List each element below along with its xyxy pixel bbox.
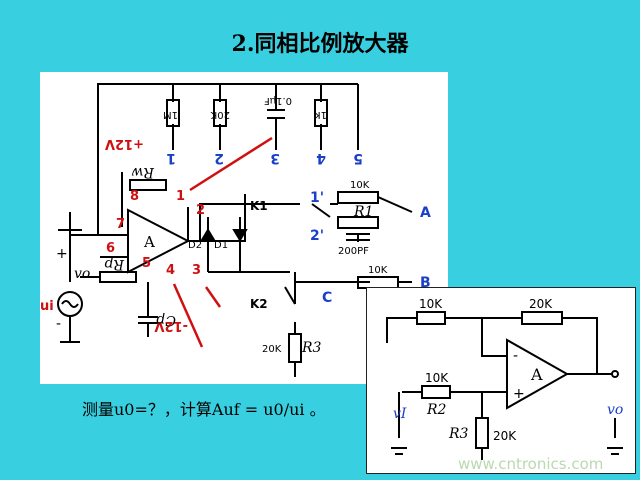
- r3-label: R3: [301, 340, 322, 356]
- terminal-4[interactable]: 4: [316, 150, 326, 166]
- node-1-prime[interactable]: 1': [310, 190, 324, 206]
- r10k-top-label: 10K: [419, 297, 443, 311]
- main-circuit-diagram: 1M 20K 0.1μF 1K 1 2 3 4 5 +12V -12V Rw R…: [40, 83, 431, 377]
- minus-input-label: -: [513, 348, 518, 364]
- plus-label: +: [56, 246, 68, 262]
- plus-input-label: +: [513, 386, 525, 402]
- resistor-1m-label: 1M: [163, 109, 178, 120]
- pin-7: 7: [116, 217, 125, 232]
- terminal-5[interactable]: 5: [353, 150, 363, 166]
- vo-label: vo: [607, 402, 623, 418]
- terminal-3[interactable]: 3: [270, 150, 280, 166]
- node-b[interactable]: B: [420, 275, 431, 291]
- vo-label: vo: [74, 266, 90, 282]
- cp-label: Cp: [156, 312, 176, 328]
- r10k-a-label: 10K: [350, 180, 370, 191]
- terminal-1[interactable]: 1: [166, 150, 176, 166]
- page-title: 2.同相比例放大器: [231, 31, 409, 57]
- d1-label: D1: [214, 240, 228, 251]
- schematic-diagram: 10K 20K 10K R2 R3 20K A - + vI vo: [386, 297, 623, 460]
- minus-label: -: [56, 316, 61, 332]
- node-a[interactable]: A: [420, 205, 431, 221]
- r3-value-label: 20K: [262, 344, 282, 355]
- rp-label: Rp: [104, 256, 125, 272]
- question-text: 测量u0=？，计算Auf = u0/ui 。: [82, 400, 326, 419]
- r20k-top-label: 20K: [529, 297, 553, 311]
- pin-5: 5: [142, 256, 151, 271]
- r10k-b-label: 10K: [368, 265, 388, 276]
- supply-negative-label: -12V: [154, 318, 188, 333]
- schematic-panel: 10K 20K 10K R2 R3 20K A - + vI vo: [366, 287, 636, 474]
- rw-label: Rw: [131, 164, 155, 180]
- r1-label: R1: [353, 204, 373, 220]
- watermark: www.cntronics.com: [458, 455, 604, 473]
- resistor-1k-label: 1K: [314, 109, 327, 120]
- ui-label: ui: [40, 299, 54, 314]
- opamp-label: A: [530, 365, 543, 384]
- capacitor-label: 0.1μF: [264, 95, 292, 106]
- node-c[interactable]: C: [322, 290, 332, 306]
- k2-label: K2: [250, 297, 268, 311]
- c200-label: 200PF: [338, 246, 369, 257]
- pin-8: 8: [130, 189, 139, 204]
- supply-positive-label: +12V: [105, 136, 144, 151]
- main-circuit-panel: 1M 20K 0.1μF 1K 1 2 3 4 5 +12V -12V Rw R…: [40, 72, 448, 384]
- pin-3: 3: [192, 263, 201, 278]
- node-2-prime[interactable]: 2': [310, 228, 324, 244]
- d2-label: D2: [188, 240, 202, 251]
- pin-4: 4: [166, 263, 175, 278]
- terminal-2[interactable]: 2: [214, 150, 224, 166]
- r3-label: R3: [448, 426, 469, 442]
- pin-6: 6: [106, 241, 115, 256]
- r2-label: R2: [426, 402, 447, 418]
- pin-2: 2: [196, 203, 205, 218]
- pin-1: 1: [176, 189, 185, 204]
- r10k-input-label: 10K: [425, 371, 449, 385]
- r20k-label: 20K: [493, 429, 517, 443]
- k1-label: K1: [250, 199, 268, 213]
- opamp-label: A: [143, 233, 155, 251]
- vi-label: vI: [393, 406, 407, 422]
- resistor-20k-label: 20K: [210, 109, 230, 120]
